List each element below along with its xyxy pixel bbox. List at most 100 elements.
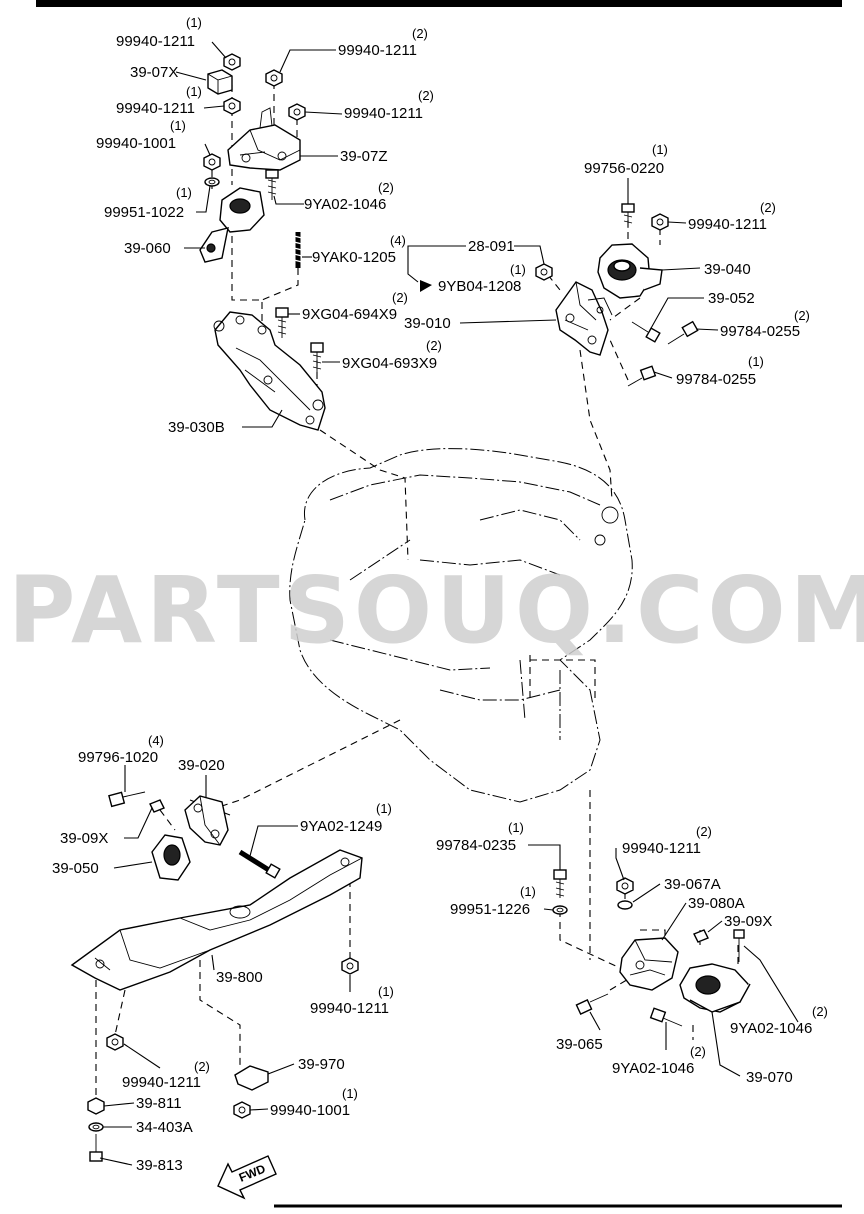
label-99940-1211[interactable]: 99940-1211: [344, 105, 423, 122]
mount-39-050[interactable]: [151, 834, 191, 881]
label-39-060[interactable]: 39-060: [124, 240, 171, 257]
mount-39-040[interactable]: [597, 243, 663, 299]
label-39-811[interactable]: 39-811: [136, 1095, 182, 1112]
label-99951-1022[interactable]: 99951-1022: [104, 204, 184, 221]
bolt-9xg04-693x9[interactable]: [310, 342, 324, 372]
label-99756-0220[interactable]: 99756-0220: [584, 160, 664, 177]
label-28-091[interactable]: 28-091: [468, 238, 515, 255]
fwd-arrow-icon: FWD: [217, 1155, 277, 1200]
svg-text:(1): (1): [170, 118, 186, 133]
label-39-040[interactable]: 39-040: [704, 261, 751, 278]
label-99940-1001[interactable]: 99940-1001: [270, 1102, 350, 1119]
bracket-39-07z[interactable]: [227, 107, 301, 171]
top-border: [36, 0, 842, 7]
label-39-050[interactable]: 39-050: [52, 860, 99, 877]
bolt-99784-0235[interactable]: [553, 869, 567, 898]
label-39-052[interactable]: 39-052: [708, 290, 755, 307]
bolt-99784-0255-upper[interactable]: [667, 320, 699, 345]
bolt-9ya02-1046-top[interactable]: [265, 169, 279, 200]
leader-lines: [99, 41, 799, 1166]
nut-99940-1211-crossmember-left[interactable]: [106, 1033, 124, 1051]
stud-9yak0-1205[interactable]: [293, 232, 303, 268]
label-39-09x[interactable]: 39-09X: [60, 830, 108, 847]
label-39-020[interactable]: 39-020: [178, 757, 225, 774]
label-39-813[interactable]: 39-813: [136, 1157, 183, 1174]
washer-99951-1226[interactable]: [552, 905, 568, 915]
bolt-39-813[interactable]: [89, 1134, 103, 1162]
nut-99940-1001[interactable]: [203, 153, 221, 171]
label-99784-0255[interactable]: 99784-0255: [720, 323, 800, 340]
svg-text:(1): (1): [748, 354, 764, 369]
label-9yak0-1205[interactable]: 9YAK0-1205: [312, 249, 396, 266]
label-9ya02-1046[interactable]: 9YA02-1046: [612, 1060, 694, 1077]
label-39-080a[interactable]: 39-080A: [688, 895, 745, 912]
bolt-9ya02-1046-rh-upper[interactable]: [733, 929, 745, 962]
label-99940-1211[interactable]: 99940-1211: [688, 216, 767, 233]
label-39-030b[interactable]: 39-030B: [168, 419, 225, 436]
bracket-39-080a[interactable]: [619, 937, 679, 991]
label-39-010[interactable]: 39-010: [404, 315, 451, 332]
nut-99940-1211-rh-lower[interactable]: [616, 877, 634, 895]
stopper-39-970[interactable]: [234, 1065, 269, 1091]
washer-39-067a[interactable]: [617, 900, 633, 910]
label-39-800[interactable]: 39-800: [216, 969, 263, 986]
crossmember-39-800[interactable]: [70, 849, 363, 991]
label-9xg04-693x9[interactable]: 9XG04-693X9: [342, 355, 437, 372]
nut-99940-1211-right-2[interactable]: [288, 103, 306, 121]
stopper-39-09x-right[interactable]: [693, 929, 709, 943]
label-99784-0255[interactable]: 99784-0255: [676, 371, 756, 388]
label-99940-1211[interactable]: 99940-1211: [116, 100, 195, 117]
label-99940-1211[interactable]: 99940-1211: [622, 840, 701, 857]
mount-39-070[interactable]: [679, 963, 751, 1013]
label-39-070[interactable]: 39-070: [746, 1069, 793, 1086]
stopper-39-07x[interactable]: [207, 69, 233, 95]
label-99951-1226[interactable]: 99951-1226: [450, 901, 530, 918]
stopper-39-09x-left[interactable]: [149, 799, 165, 813]
label-99940-1211[interactable]: 99940-1211: [116, 33, 195, 50]
bracket-39-030b[interactable]: [213, 311, 326, 431]
bolt-99756-0220[interactable]: [621, 203, 635, 228]
bolt-99796-1020[interactable]: [108, 791, 146, 808]
label-9ya02-1249[interactable]: 9YA02-1249: [300, 818, 382, 835]
label-99940-1211[interactable]: 99940-1211: [338, 42, 417, 59]
label-39-067a[interactable]: 39-067A: [664, 876, 721, 893]
label-39-065[interactable]: 39-065: [556, 1036, 603, 1053]
bolt-39-065[interactable]: [575, 993, 609, 1015]
label-9ya02-1046[interactable]: 9YA02-1046: [304, 196, 386, 213]
label-39-07z[interactable]: 39-07Z: [340, 148, 388, 165]
bolt-9xg04-694x9[interactable]: [275, 307, 289, 338]
nut-99940-1211-crossmember-right[interactable]: [341, 957, 359, 975]
bracket-39-020[interactable]: [184, 795, 229, 846]
label-9xg04-694x9[interactable]: 9XG04-694X9: [302, 306, 397, 323]
svg-text:(2): (2): [690, 1044, 706, 1059]
washer-99951-1022[interactable]: [204, 177, 220, 187]
label-99796-1020[interactable]: 99796-1020: [78, 749, 158, 766]
label-9yb04-1208[interactable]: 9YB04-1208: [438, 278, 521, 295]
bolt-39-052[interactable]: [631, 321, 661, 343]
label-39-09x[interactable]: 39-09X: [724, 913, 772, 930]
label-99784-0235[interactable]: 99784-0235: [436, 837, 516, 854]
bolt-99784-0255-lower[interactable]: [627, 365, 657, 387]
nut-99940-1211-upper[interactable]: [223, 97, 241, 115]
label-99940-1001[interactable]: 99940-1001: [96, 135, 176, 152]
label-39-07x[interactable]: 39-07X: [130, 64, 178, 81]
bolt-9ya02-1249[interactable]: [238, 849, 281, 879]
label-9ya02-1046[interactable]: 9YA02-1046: [730, 1020, 812, 1037]
label-99940-1211[interactable]: 99940-1211: [310, 1000, 389, 1017]
nut-39-811[interactable]: [87, 1097, 105, 1115]
bolt-9ya02-1046-rh-lower[interactable]: [649, 1007, 683, 1027]
svg-text:(2): (2): [418, 88, 434, 103]
label-34-403a[interactable]: 34-403A: [136, 1119, 193, 1136]
label-39-970[interactable]: 39-970: [298, 1056, 345, 1073]
nut-99940-1211-right-1[interactable]: [265, 69, 283, 87]
mount-39-060[interactable]: [199, 187, 265, 263]
washer-34-403a[interactable]: [88, 1122, 104, 1132]
svg-text:(2): (2): [812, 1004, 828, 1019]
nut-99940-1211-top-left[interactable]: [223, 53, 241, 71]
nut-99940-1001-lower[interactable]: [233, 1101, 251, 1119]
label-99940-1211[interactable]: 99940-1211: [122, 1074, 201, 1091]
svg-text:(2): (2): [426, 338, 442, 353]
nut-28-091[interactable]: [535, 263, 553, 281]
nut-99940-1211-rh-top[interactable]: [651, 213, 669, 231]
bracket-39-010[interactable]: [555, 281, 613, 356]
